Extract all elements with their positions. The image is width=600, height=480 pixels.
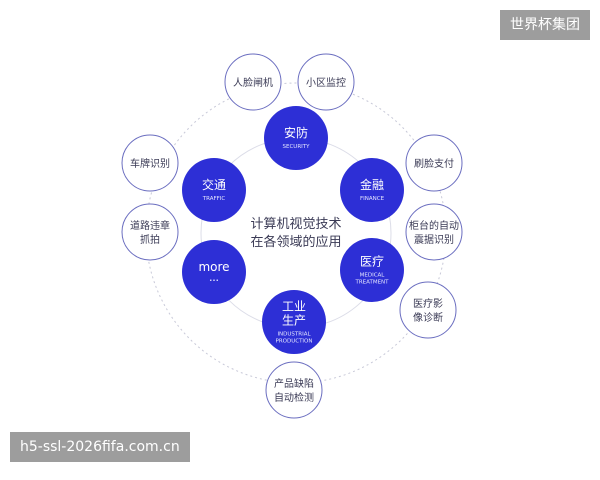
application-label-medical-image: 医疗影 <box>413 297 443 310</box>
center-title-line1: 计算机视觉技术 <box>250 217 341 232</box>
application-label-face-gate: 人脸闸机 <box>233 76 273 89</box>
application-label-community-monitor: 小区监控 <box>306 76 346 89</box>
domain-subtitle-security: SECURITY <box>283 144 311 150</box>
domain-subtitle-traffic: TRAFFIC <box>202 196 226 202</box>
domain-title-traffic: 交通 <box>202 177 226 192</box>
application-label-counter-id: 震据识别 <box>414 233 454 246</box>
domain-node-finance: 金融 FINANCE <box>340 158 404 222</box>
domain-title-security: 安防 <box>284 125 308 140</box>
application-label-counter-id: 柜台的自动 <box>409 219 459 232</box>
domain-subtitle-medical: TREATMENT <box>354 280 389 286</box>
domain-subtitle-finance: FINANCE <box>360 196 385 202</box>
domain-node-traffic: 交通 TRAFFIC <box>182 158 246 222</box>
domain-title-finance: 金融 <box>360 177 384 192</box>
application-label-plate-recognition: 车牌识别 <box>130 157 170 170</box>
domain-subtitle-more: ••• <box>209 278 219 284</box>
domain-circle-traffic <box>182 158 246 222</box>
application-circle-road-violation <box>121 203 179 261</box>
application-node-plate-recognition: 车牌识别 <box>121 134 179 192</box>
center-title-line2: 在各领域的应用 <box>250 234 341 250</box>
watermark-top: 世界杯集团 <box>500 10 590 40</box>
application-circle-defect-detect <box>265 361 323 419</box>
domain-title-medical: 医疗 <box>360 255 384 269</box>
application-circle-counter-id <box>405 203 463 261</box>
domain-circle-finance <box>340 158 404 222</box>
domain-title-more: more <box>198 260 229 274</box>
domain-circle-medical <box>340 238 404 302</box>
application-label-defect-detect: 自动检测 <box>274 391 314 404</box>
application-node-face-gate: 人脸闸机 <box>224 53 282 111</box>
application-label-face-pay: 刷脸支付 <box>414 157 454 170</box>
application-circle-face-pay <box>405 134 463 192</box>
domain-subtitle-industrial: PRODUCTION <box>276 339 313 345</box>
application-label-defect-detect: 产品缺陷 <box>274 377 314 390</box>
domain-circle-security <box>264 106 328 170</box>
domain-title-industrial: 生产 <box>282 314 306 328</box>
application-circle-community-monitor <box>297 53 355 111</box>
domain-circle-industrial <box>262 290 326 354</box>
domain-title-industrial: 工业 <box>282 300 306 314</box>
application-label-road-violation: 道路违章 <box>130 219 170 232</box>
application-circle-plate-recognition <box>121 134 179 192</box>
application-circle-medical-image <box>399 281 457 339</box>
watermark-bottom: h5-ssl-2026fifa.com.cn <box>10 432 190 462</box>
application-label-medical-image: 像诊断 <box>413 311 443 324</box>
domain-circle-more <box>182 240 246 304</box>
application-node-community-monitor: 小区监控 <box>297 53 355 111</box>
application-circle-face-gate <box>224 53 282 111</box>
domain-subtitle-medical: MEDICAL <box>360 273 386 279</box>
application-node-face-pay: 刷脸支付 <box>405 134 463 192</box>
domain-subtitle-industrial: INDUSTRIAL <box>277 332 311 338</box>
domain-node-security: 安防 SECURITY <box>264 106 328 170</box>
application-label-road-violation: 抓拍 <box>140 233 160 246</box>
domain-node-more: more ••• <box>182 240 246 304</box>
